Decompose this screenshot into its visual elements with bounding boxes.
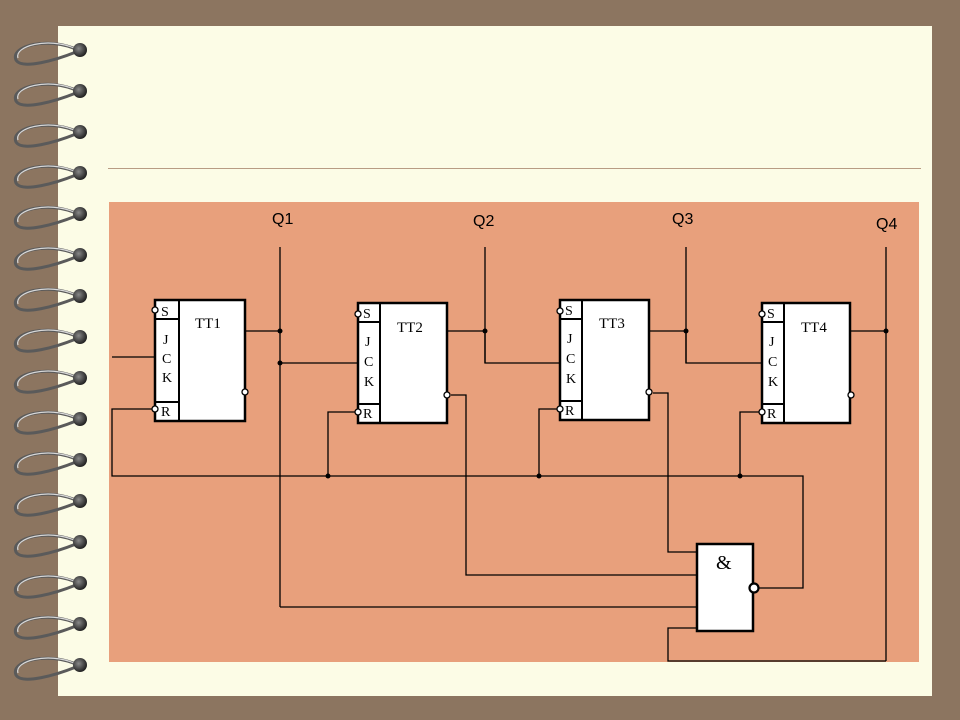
output-label-q4: Q4 [876,216,897,233]
page-title-rule [108,168,921,169]
tt3-name: TT3 [599,316,625,332]
flipflop-tt4: S J C K R TT4 [758,301,855,425]
tt3-pin-k: K [566,372,576,387]
junction-dots [277,328,889,479]
flipflop-tt1: S J C K R TT1 [151,298,249,423]
output-label-q2: Q2 [473,213,494,230]
tt2-name: TT2 [397,320,423,336]
circuit-panel: Q1 Q2 Q3 Q4 S J C K R TT1 S J C K R TT2 … [109,202,919,662]
tt4-name: TT4 [801,320,827,336]
spiral-binding-icon [13,41,87,681]
tt3-pin-s: S [565,304,573,319]
flipflop-tt2: S J C K R TT2 [354,301,451,425]
tt4-pin-r: R [767,407,777,422]
tt3-pin-j: J [567,332,573,347]
nand-gate: & [695,542,760,633]
tt2-pin-j: J [365,335,371,350]
q2-to-tt3-wire [447,330,560,364]
tt2-pin-r: R [363,407,373,422]
q4-to-gate-wire [667,627,886,662]
q3-to-tt4-wire [648,330,762,364]
tt1-pin-s: S [161,305,169,320]
tt1-pin-c: C [162,352,171,367]
tt3-pin-c: C [566,352,575,367]
tt2-qbar-wire [451,394,697,576]
tt1-name: TT1 [195,316,221,332]
output-label-q3: Q3 [672,211,693,228]
tt2-pin-s: S [363,307,371,322]
reset-bus [111,408,804,589]
tt2-pin-k: K [364,375,374,390]
nand-gate-symbol: & [716,552,732,574]
tt3-qbar-wire [653,392,697,553]
tt4-pin-j: J [769,335,775,350]
tt1-pin-k: K [162,371,172,386]
tt4-reset-wire [739,411,762,476]
tt1-pin-r: R [161,405,171,420]
wires [111,247,887,662]
tt2-pin-c: C [364,355,373,370]
tt1-pin-j: J [163,333,169,348]
tt4-pin-c: C [768,355,777,370]
tt2-reset-wire [327,411,358,476]
counter-circuit-diagram: Q1 Q2 Q3 Q4 S J C K R TT1 S J C K R TT2 … [111,211,897,662]
flipflop-tt3: S J C K R TT3 [556,298,653,422]
tt4-pin-s: S [767,307,775,322]
tt3-reset-wire [538,408,560,476]
tt3-pin-r: R [565,404,575,419]
output-label-q1: Q1 [272,211,293,228]
tt4-pin-k: K [768,375,778,390]
